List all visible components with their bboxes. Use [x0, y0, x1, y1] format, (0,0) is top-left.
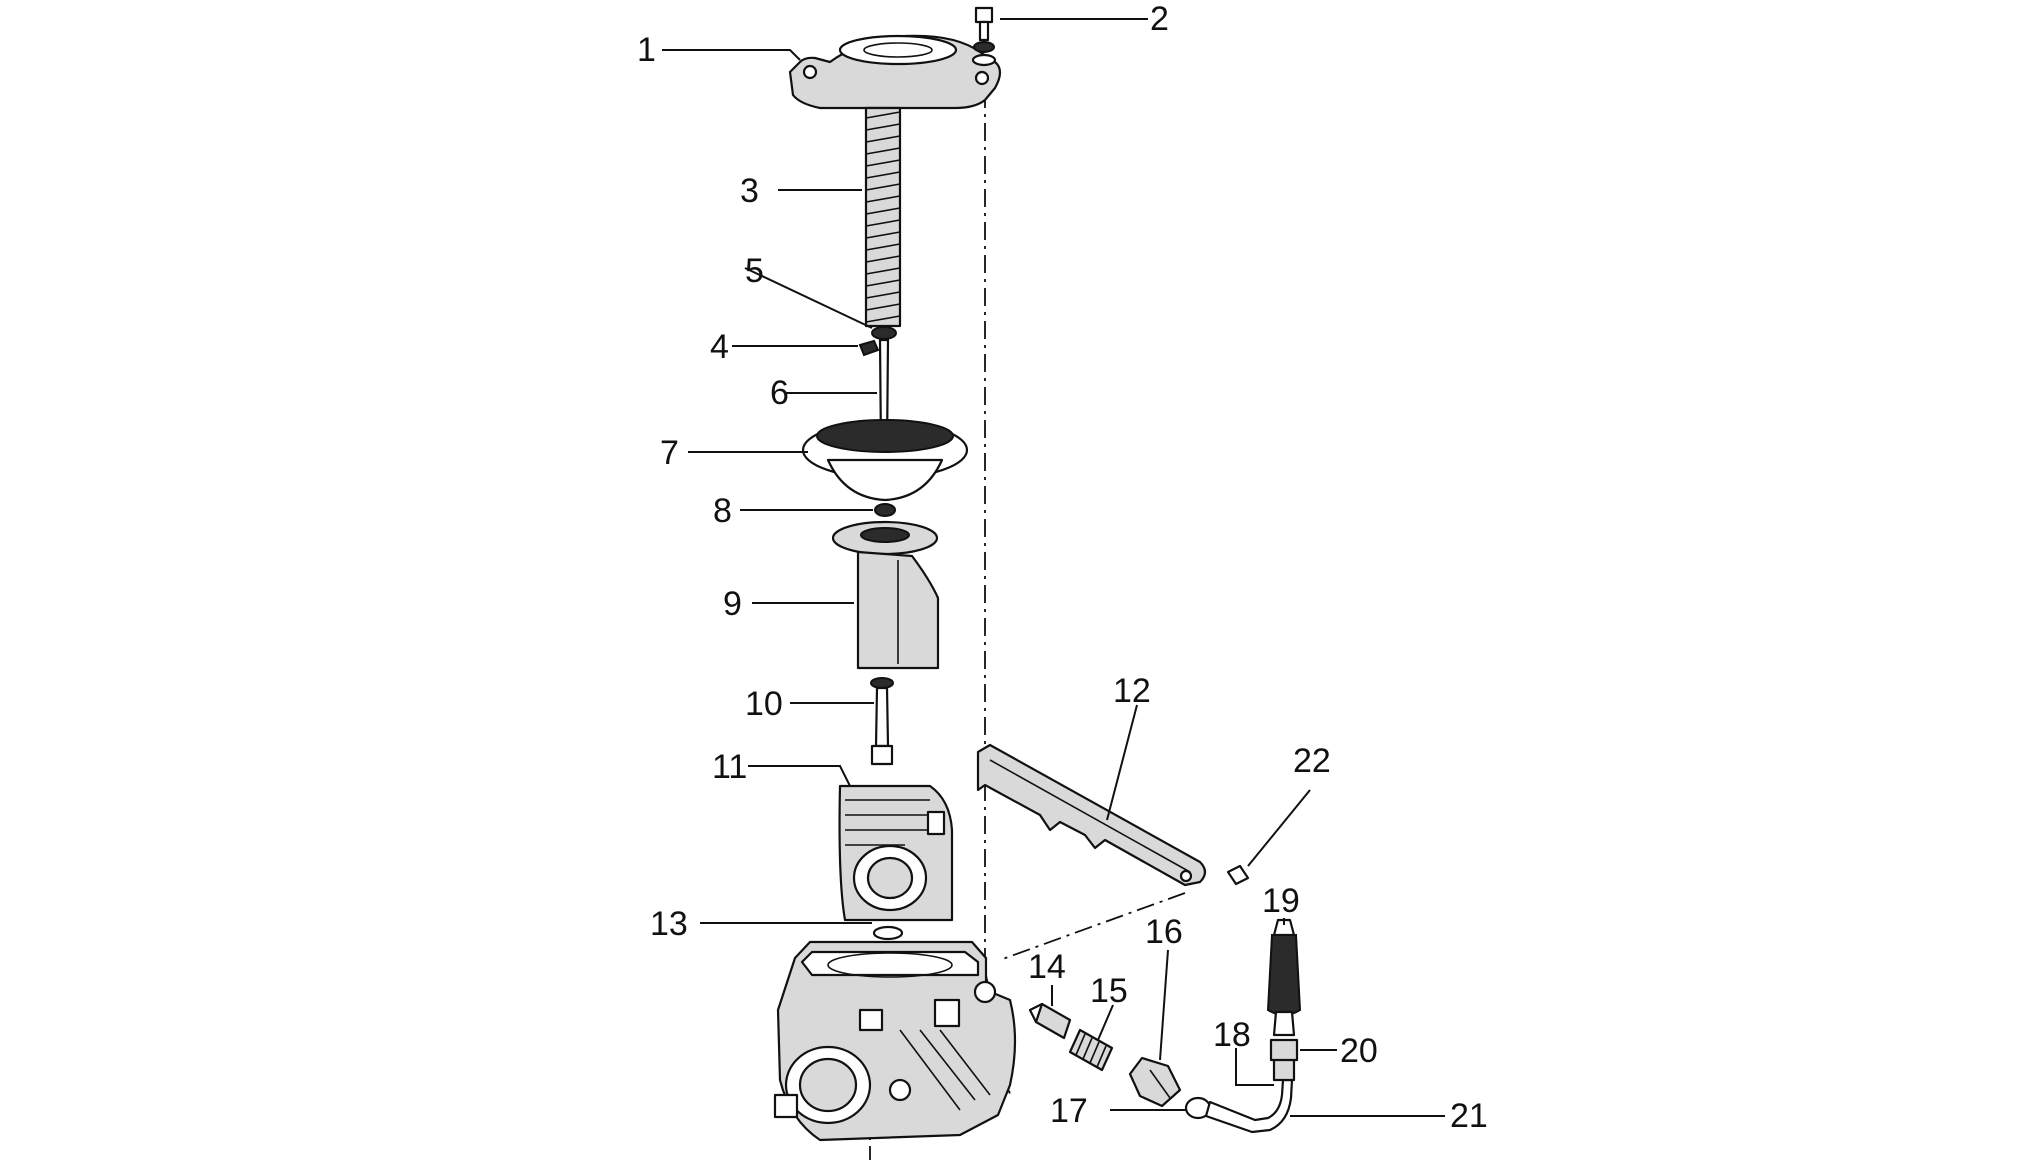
- callout-17: 17: [1050, 1092, 1088, 1130]
- part-idle-spring: [1068, 1028, 1114, 1072]
- part-fitting-nut: [1128, 1056, 1182, 1108]
- part-pipe-sleeve: [1272, 1056, 1296, 1082]
- part-clip: [858, 339, 880, 357]
- callout-4: 4: [710, 328, 729, 366]
- callout-2: 2: [1150, 0, 1169, 38]
- callout-3: 3: [740, 172, 759, 210]
- part-spring-seat: [871, 326, 897, 340]
- callout-7: 7: [660, 434, 679, 472]
- part-spring: [864, 106, 902, 328]
- part-needle-jet: [870, 677, 894, 766]
- callout-8: 8: [713, 492, 732, 530]
- part-cable-adjuster: [1266, 918, 1302, 1037]
- part-idle-screw: [1028, 1002, 1072, 1040]
- callout-leader-lines: [662, 18, 1445, 1117]
- callout-18: 18: [1213, 1016, 1251, 1054]
- callout-13: 13: [650, 905, 688, 943]
- part-fuel-pipe: [1204, 1078, 1294, 1134]
- callout-11: 11: [712, 748, 747, 786]
- callout-20: 20: [1340, 1032, 1378, 1070]
- part-o-ring: [872, 925, 904, 941]
- callout-14: 14: [1028, 948, 1066, 986]
- callout-16: 16: [1145, 913, 1183, 951]
- part-pipe-nut: [1269, 1038, 1299, 1062]
- callout-19: 19: [1262, 882, 1300, 920]
- callout-6: 6: [770, 374, 789, 412]
- callout-5: 5: [745, 252, 764, 290]
- part-carburetor-body: [773, 940, 1017, 1142]
- callout-21: 21: [1450, 1097, 1488, 1135]
- part-small-ring: [874, 503, 896, 517]
- callout-15: 15: [1090, 972, 1128, 1010]
- part-cover-cap: [788, 34, 1002, 110]
- part-diaphragm: [801, 419, 969, 502]
- part-bracket-screw: [1226, 864, 1250, 886]
- callout-9: 9: [723, 585, 742, 623]
- callout-22: 22: [1293, 742, 1331, 780]
- part-cable-bracket: [976, 743, 1207, 887]
- part-slide-housing: [838, 784, 954, 922]
- part-vacuum-piston: [831, 520, 940, 670]
- callout-labels: 1 2 3 4 5 6 7 8 9 10 11 12 13 14 15 16 1…: [637, 0, 1488, 1135]
- part-screw-washers: [971, 6, 997, 67]
- callout-10: 10: [745, 685, 783, 723]
- callout-1: 1: [637, 31, 656, 69]
- callout-12: 12: [1113, 672, 1151, 710]
